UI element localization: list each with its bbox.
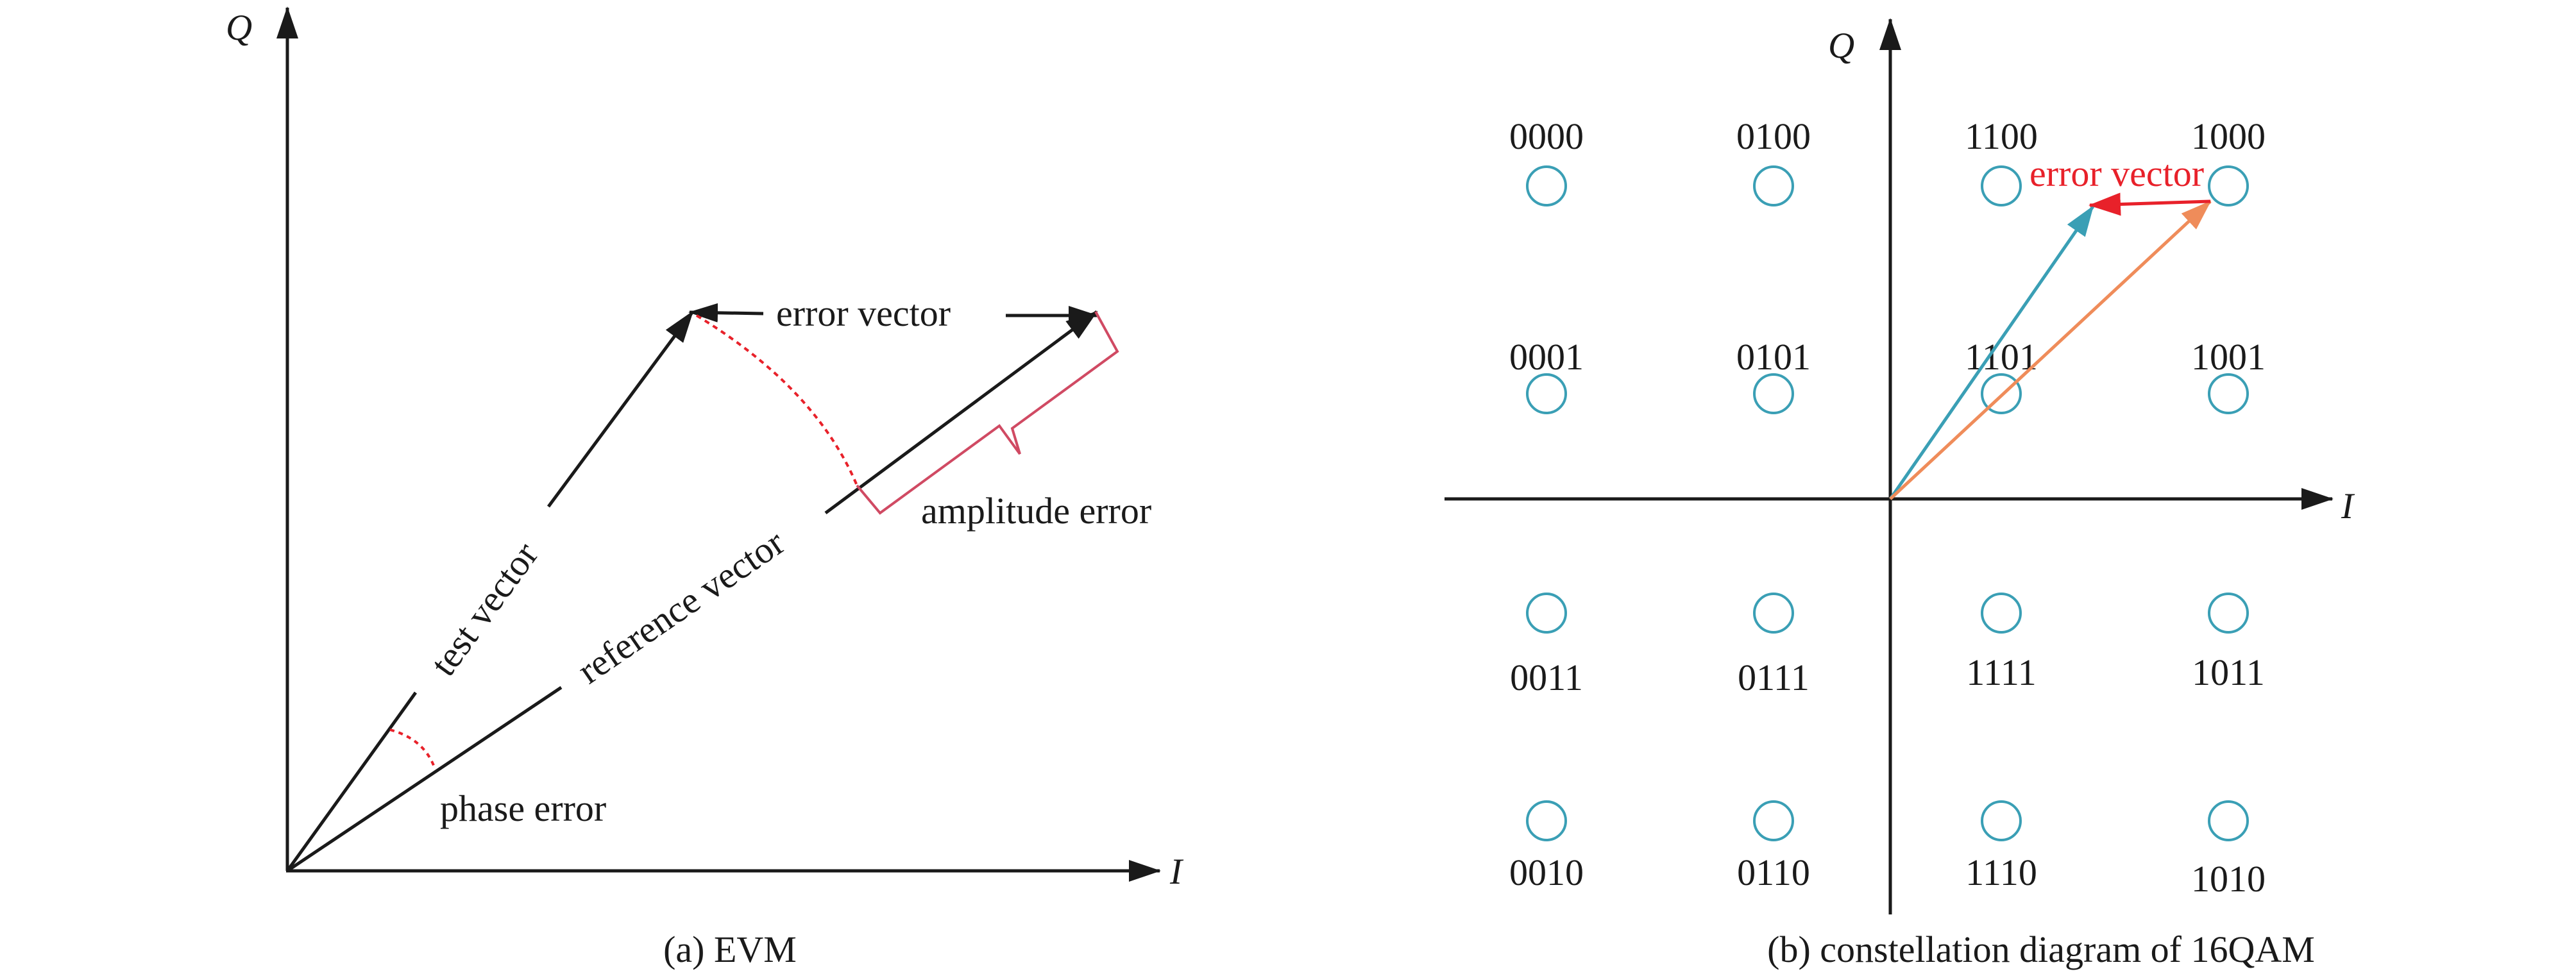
- constellation-points: 0000 0100 1100 1000 0001 0101 1101 1001 0011 0111…: [1509, 115, 2266, 900]
- constellation-point: [1526, 165, 1567, 206]
- constellation-point: [1526, 593, 1567, 634]
- constellation-point: [1526, 373, 1567, 414]
- constellation-point: [1981, 800, 2022, 841]
- constellation-point: [1753, 593, 1794, 634]
- constellation-point-label: 0110: [1737, 852, 1810, 893]
- constellation-point: [1753, 800, 1794, 841]
- constellation-point-label: 1000: [2191, 115, 2266, 157]
- i-axis-label: I: [1169, 852, 1184, 892]
- panel-evm: Q I test vector reference vector error v…: [226, 6, 1184, 970]
- constellation-point-label: 1011: [2192, 652, 2265, 693]
- constellation-point-label: 0001: [1509, 336, 1584, 378]
- amplitude-error-label: amplitude error: [921, 490, 1151, 532]
- reference-vector: [824, 310, 1098, 515]
- test-vector-b: [1888, 205, 2095, 500]
- constellation-point-label: 1111: [1966, 652, 2037, 693]
- constellation-point: [1981, 373, 2022, 414]
- constellation-point-label: 0000: [1509, 115, 1584, 157]
- i-axis-label-b: I: [2341, 486, 2355, 526]
- error-vector-label: error vector: [776, 292, 951, 334]
- error-vector-left: [688, 303, 764, 323]
- test-vector: [547, 310, 695, 508]
- amplitude-brace: [856, 311, 1119, 515]
- test-vector-label: test vector: [422, 534, 547, 683]
- error-vector-b: [2089, 192, 2211, 216]
- reference-vector-label: reference vector: [570, 521, 792, 692]
- error-vector-label-b: error vector: [2029, 153, 2204, 194]
- constellation-point: [2208, 373, 2249, 414]
- q-axis-label: Q: [226, 8, 252, 48]
- constellation-point: [2208, 165, 2249, 206]
- constellation-point-label: 1010: [2191, 858, 2266, 900]
- caption-a: (a) EVM: [663, 929, 797, 970]
- constellation-point-label: 0011: [1510, 657, 1583, 698]
- constellation-point-label: 1001: [2191, 336, 2266, 378]
- constellation-point: [1981, 165, 2022, 206]
- constellation-point-label: 0010: [1509, 852, 1584, 893]
- constellation-point-label: 0101: [1736, 336, 1811, 378]
- reference-vector-line: [286, 686, 563, 873]
- constellation-point: [1526, 800, 1567, 841]
- constellation-point-label: 1110: [1965, 852, 2037, 893]
- reference-vector-b: [1889, 200, 2212, 500]
- amplitude-arc: [695, 314, 858, 486]
- constellation-point-label: 1101: [1965, 336, 2038, 378]
- constellation-point-label: 0100: [1736, 115, 1811, 157]
- q-axis-label-b: Q: [1828, 26, 1854, 66]
- constellation-point: [1981, 593, 2022, 634]
- phase-error-label: phase error: [440, 787, 606, 829]
- panel-constellation: Q I 0000 0100 1100 1000 0001 0101 1101 1001 0011…: [1445, 18, 2355, 970]
- constellation-point: [2208, 800, 2249, 841]
- constellation-point: [1753, 373, 1794, 414]
- caption-b: (b) constellation diagram of 16QAM: [1767, 929, 2315, 970]
- constellation-point-label: 1100: [1965, 115, 2038, 157]
- constellation-point: [2208, 593, 2249, 634]
- constellation-point: [1753, 165, 1794, 206]
- test-vector-line: [285, 691, 418, 872]
- phase-arc: [389, 728, 436, 768]
- constellation-point-label: 0111: [1738, 657, 1809, 698]
